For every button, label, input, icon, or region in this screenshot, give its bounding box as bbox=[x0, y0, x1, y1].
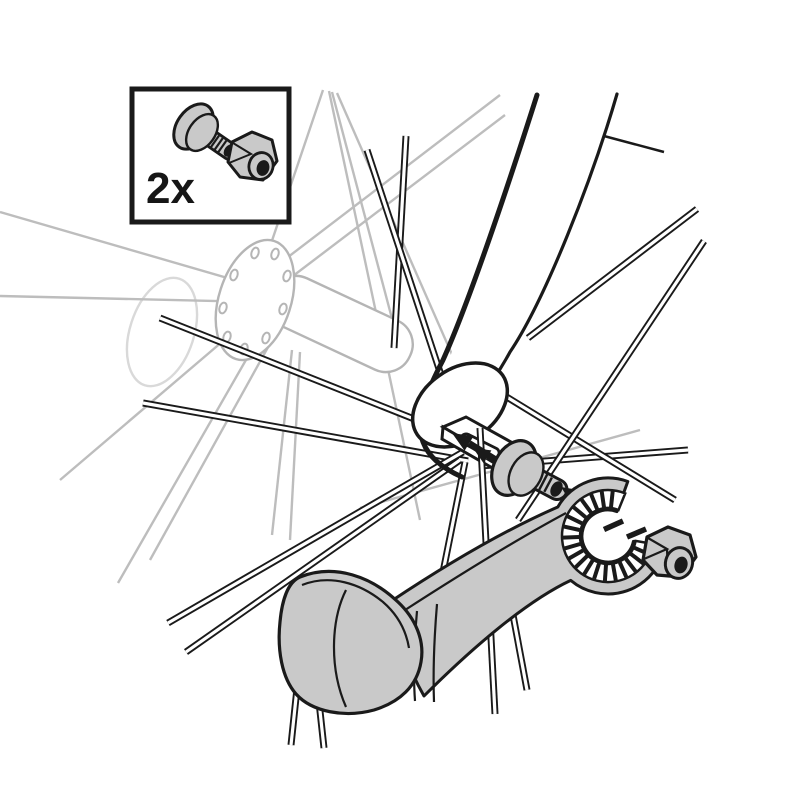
knob-contour-line bbox=[332, 589, 348, 708]
mount-bracket bbox=[277, 476, 667, 716]
axis-dashes bbox=[602, 518, 648, 540]
hardware-quantity-inset: 2x bbox=[129, 86, 292, 225]
spoke-tube bbox=[183, 457, 463, 655]
bolt-tip bbox=[550, 481, 563, 497]
spoke-line bbox=[59, 317, 251, 481]
quantity-label: 2x bbox=[146, 164, 195, 213]
bolt-head-face bbox=[507, 451, 545, 497]
bracket-arm bbox=[388, 476, 667, 698]
inset-nut-icon bbox=[226, 130, 279, 182]
bracket-knob bbox=[277, 569, 424, 716]
spoke-tube bbox=[142, 399, 469, 465]
serration-teeth bbox=[562, 490, 650, 582]
ghost-hub-far-flange bbox=[125, 276, 199, 388]
lock-nut bbox=[641, 525, 698, 580]
arm-top-edge-line bbox=[401, 512, 567, 613]
fork-brace-line bbox=[603, 134, 665, 154]
nut-hole bbox=[674, 556, 688, 574]
spoke-line bbox=[0, 294, 257, 304]
knob-contour-line bbox=[301, 579, 411, 649]
ghost-hub bbox=[214, 238, 414, 374]
spoke-line bbox=[116, 331, 264, 584]
spoke-line bbox=[330, 91, 397, 331]
spoke-line bbox=[288, 351, 302, 541]
spoke-tube bbox=[525, 206, 700, 341]
inset-bolt-icon bbox=[172, 102, 240, 161]
spoke-line bbox=[0, 210, 263, 290]
fork-blade-left-edge bbox=[417, 92, 540, 480]
spoke-line bbox=[270, 349, 294, 536]
mounting-bolt bbox=[490, 439, 596, 512]
spoke-tube bbox=[490, 385, 677, 503]
arm-joint-line bbox=[432, 603, 439, 703]
fork-blade-fill bbox=[440, 94, 617, 420]
spoke-line bbox=[148, 339, 274, 561]
front-fork bbox=[410, 92, 665, 480]
ghost-wheel bbox=[0, 89, 641, 584]
spoke-tube bbox=[166, 448, 465, 627]
